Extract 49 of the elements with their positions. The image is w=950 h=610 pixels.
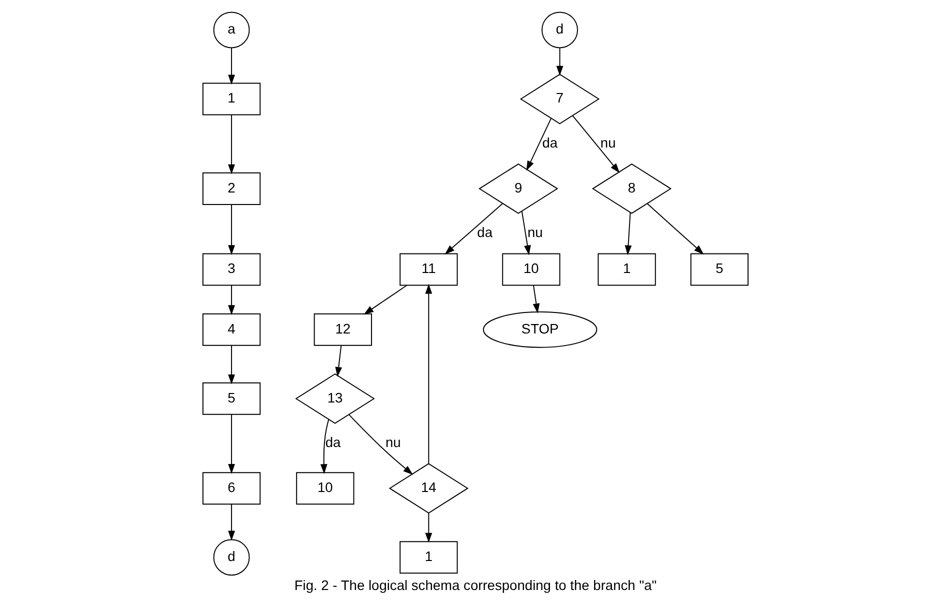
arrow [348,414,413,475]
arrow [556,47,563,76]
arrow [424,512,432,543]
arrow [228,414,234,474]
arrow [228,284,234,316]
arrow [526,118,551,171]
arrow [363,284,407,315]
arrow [228,114,234,174]
node-box: 6 [202,472,260,505]
node-box: 10 [296,472,354,505]
edge-label: nu [526,225,542,240]
node-diamond: 9 [478,163,558,214]
arrow [320,419,329,474]
node-box: 1 [202,82,260,116]
node-box: 1 [597,253,656,286]
arrow [424,284,432,464]
node-box: 12 [313,313,372,346]
node-box: 5 [690,253,748,286]
node-circle: d [212,539,250,576]
node-box: 3 [202,253,260,286]
arrow [520,210,530,256]
arrow [334,345,342,377]
edge-label: nu [600,135,616,150]
node-circle: d [541,12,578,48]
arrow [624,212,632,256]
arrow [646,203,704,254]
arrow [444,203,502,254]
edge-label: da [324,435,340,450]
node-box: 10 [502,253,560,286]
arrow [228,47,234,85]
edge-label: da [476,225,492,240]
arrow [228,204,234,255]
node-circle: a [212,12,250,48]
node-box: 2 [202,172,260,205]
edge-label: nu [385,435,400,450]
node-diamond: 14 [388,463,468,514]
node-box: 1 [399,541,458,574]
arrow [532,284,540,314]
node-diamond: 13 [294,373,374,424]
arrow [228,504,234,541]
edge-label: da [542,135,558,150]
arrow [228,345,234,384]
node-diamond: 7 [519,74,600,124]
caption: Fig. 2 - The logical schema corresponding to the branch "a" [294,578,656,594]
node-box: 4 [202,313,260,346]
node-box: 11 [399,253,458,286]
node-box: 5 [202,382,260,415]
arrow [572,115,620,173]
node-ellipse: STOP [482,311,597,348]
